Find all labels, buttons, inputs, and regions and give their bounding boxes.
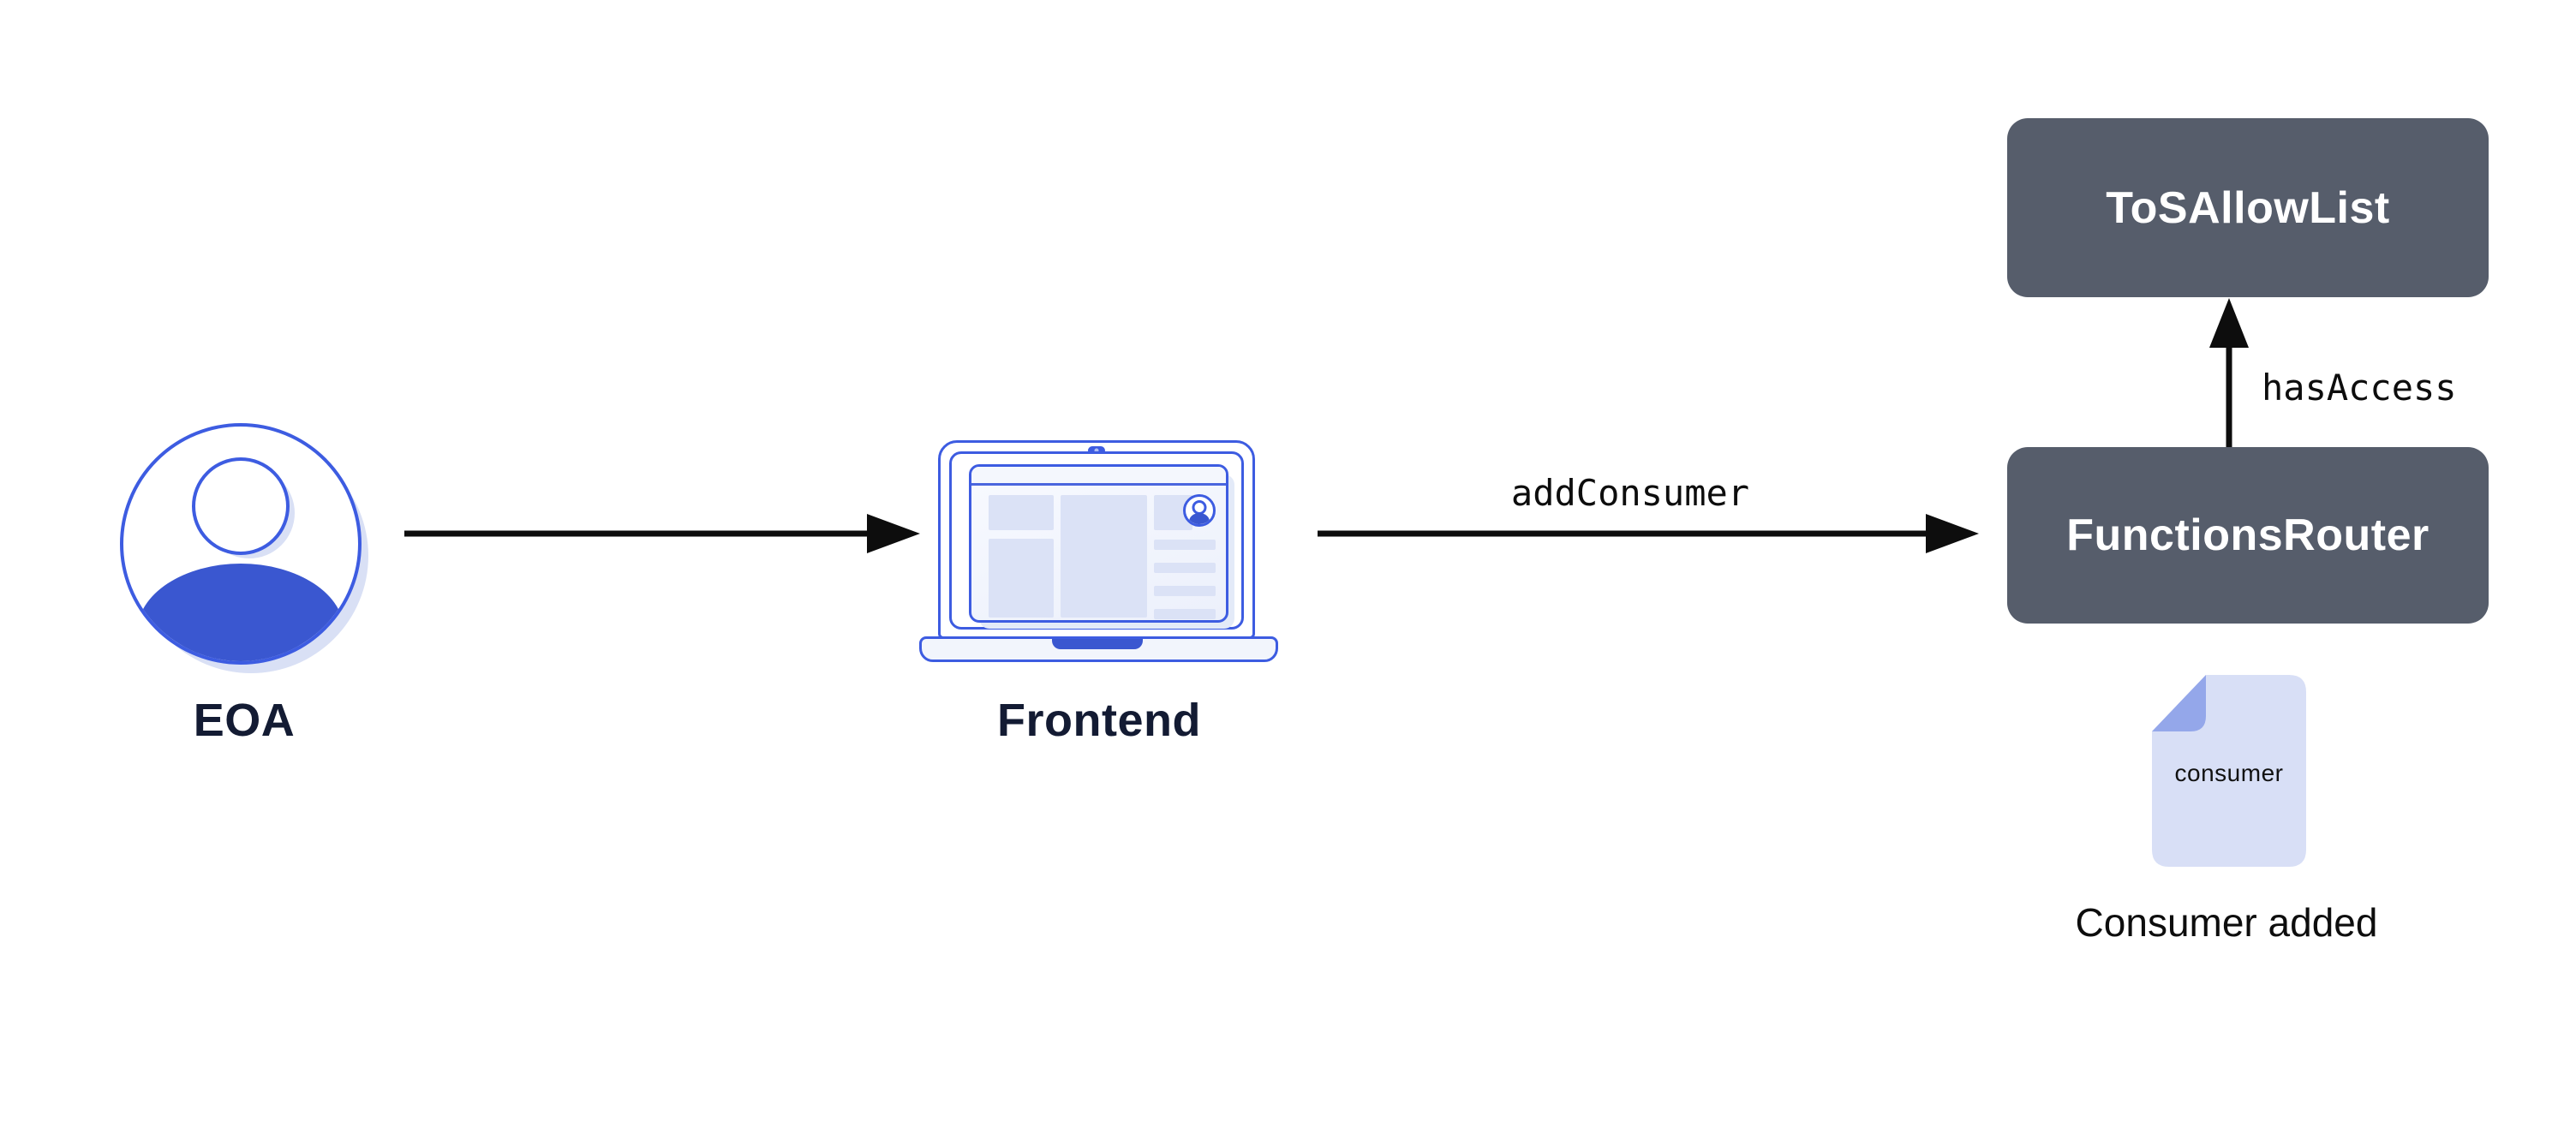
window-block xyxy=(1061,495,1147,618)
tos-allow-list-box-label: ToSAllowList xyxy=(2106,182,2390,233)
window-text-row xyxy=(1154,540,1216,550)
edge-label-add-consumer: addConsumer xyxy=(1510,472,1750,514)
eoa-head xyxy=(192,457,290,555)
arrow-router-to-allowlist xyxy=(2209,298,2249,447)
eoa-user-icon xyxy=(120,423,386,689)
consumer-document-label: consumer xyxy=(2174,760,2284,786)
document-fold xyxy=(2152,675,2206,731)
consumer-document-icon xyxy=(2152,675,2306,867)
functions-router-box: FunctionsRouter xyxy=(2007,447,2489,624)
arrow-eoa-to-frontend xyxy=(404,514,920,553)
laptop-camera-icon xyxy=(1088,446,1105,455)
consumer-added-caption: Consumer added xyxy=(2075,900,2378,945)
window-text-row xyxy=(1154,609,1216,619)
eoa-icon-circle xyxy=(120,423,362,665)
frontend-label: Frontend xyxy=(997,695,1201,746)
window-user-avatar-icon xyxy=(1183,494,1216,527)
browser-window xyxy=(969,464,1228,623)
eoa-body xyxy=(137,564,344,661)
functions-router-box-label: FunctionsRouter xyxy=(2066,510,2430,560)
arrow-frontend-to-router xyxy=(1318,514,1979,553)
window-text-row xyxy=(1154,563,1216,573)
laptop-base-notch xyxy=(1052,639,1143,649)
frontend-laptop-icon xyxy=(919,437,1279,662)
window-block xyxy=(989,495,1054,530)
window-block xyxy=(989,539,1054,618)
window-text-row xyxy=(1154,586,1216,596)
browser-window-header xyxy=(971,467,1226,486)
tos-allow-list-box: ToSAllowList xyxy=(2007,118,2489,297)
eoa-label: EOA xyxy=(193,695,296,746)
edge-label-has-access: hasAccess xyxy=(2262,367,2457,409)
